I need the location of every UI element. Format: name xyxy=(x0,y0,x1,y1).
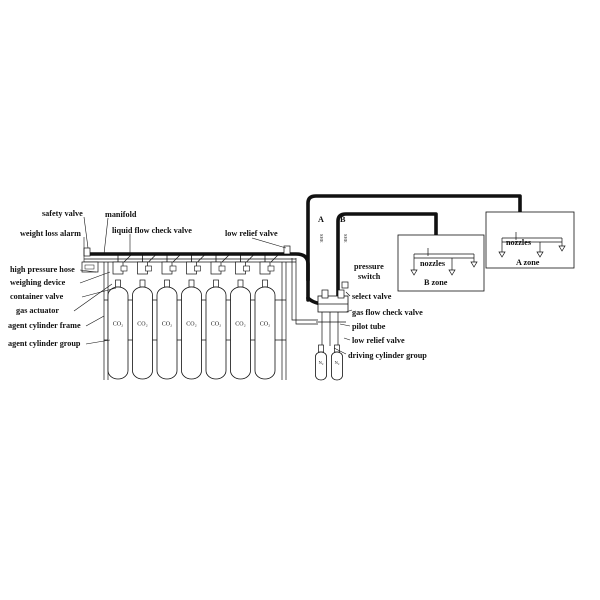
agent-cylinder: CO₂ xyxy=(254,279,276,380)
container-valve xyxy=(137,253,157,275)
nozzle-icon xyxy=(498,251,506,258)
agent-cylinder: CO₂ xyxy=(132,279,153,380)
left-labels: safety valve weight loss alarm high pres… xyxy=(8,209,83,348)
label-select-valve: select valve xyxy=(352,292,392,301)
nozzle-icon xyxy=(558,245,566,252)
agent-cylinder-group: CO₂ CO₂ CO₂ CO₂ CO₂ CO₂ CO₂ xyxy=(107,253,280,380)
pipe-b xyxy=(336,212,438,298)
pipe-a xyxy=(306,194,522,282)
right-labels: pressure switch select valve gas flow ch… xyxy=(348,262,427,360)
weight-loss-alarm-box xyxy=(81,261,99,273)
label-gas-flow-check-valve: gas flow check valve xyxy=(352,308,423,317)
label-pressure: pressure xyxy=(354,262,384,271)
label-b-zone: B zone xyxy=(424,278,448,287)
agent-cylinder: CO₂ xyxy=(156,279,178,380)
label-weight-loss-alarm: weight loss alarm xyxy=(20,229,81,238)
label-container-valve: container valve xyxy=(10,292,64,301)
label-safety-valve: safety valve xyxy=(42,209,83,218)
zone-labels: nozzles B zone nozzles A zone xyxy=(420,238,540,287)
agent-cylinder-label: CO₂ xyxy=(137,322,147,328)
nozzle-icon xyxy=(536,251,544,258)
leader-lines xyxy=(73,216,353,355)
top-labels: manifold liquid flow check valve low rel… xyxy=(105,210,278,238)
label-agent-cylinder-frame: agent cylinder frame xyxy=(8,321,81,330)
pipe-letters: A B SHE SHE xyxy=(318,215,348,243)
label-gas-actuator: gas actuator xyxy=(16,306,59,315)
driving-cylinder-group: N₂ N₂ xyxy=(315,344,343,381)
driving-cylinder-label: N₂ xyxy=(335,360,340,365)
pressure-switch xyxy=(341,281,349,289)
label-agent-cylinder-group: agent cylinder group xyxy=(8,339,81,348)
a-zone xyxy=(485,211,575,269)
nozzle-icon xyxy=(410,269,418,276)
pipe-small-text-a: SHE xyxy=(319,234,324,243)
agent-cylinder-label: CO₂ xyxy=(260,322,270,328)
b-zone xyxy=(397,234,485,292)
agent-cylinder: CO₂ xyxy=(205,279,227,380)
container-valve xyxy=(210,253,231,275)
label-liquid-flow-check-valve: liquid flow check valve xyxy=(112,226,192,235)
label-driving-cylinder-group: driving cylinder group xyxy=(348,351,427,360)
manifold-low-relief-valve xyxy=(283,245,291,255)
label-pilot-tube: pilot tube xyxy=(352,322,386,331)
label-weighing-device: weighing device xyxy=(10,278,66,287)
nozzle-icon xyxy=(448,269,456,276)
agent-cylinder-label: CO₂ xyxy=(211,322,221,328)
label-nozzles-a: nozzles xyxy=(506,238,531,247)
agent-cylinder-label: CO₂ xyxy=(162,322,172,328)
label-high-pressure-hose: high pressure hose xyxy=(10,265,75,274)
distribution-pipes xyxy=(86,194,522,306)
nozzle-icon xyxy=(470,261,478,268)
a-zone-box xyxy=(485,211,575,269)
label-low-relief-valve-top: low relief valve xyxy=(225,229,278,238)
agent-cylinder: CO₂ xyxy=(230,279,251,380)
label-nozzles-b: nozzles xyxy=(420,259,445,268)
label-low-relief-valve-right: low relief valve xyxy=(352,336,405,345)
container-valve xyxy=(161,253,182,275)
agent-cylinder: CO₂ xyxy=(181,279,202,380)
driving-cylinder: N₂ xyxy=(315,344,327,381)
safety-valve xyxy=(83,247,91,257)
agent-cylinder-label: CO₂ xyxy=(186,322,196,328)
pipe-letter-a: A xyxy=(318,215,324,224)
label-a-zone: A zone xyxy=(516,258,540,267)
b-zone-box xyxy=(397,234,485,292)
pipe-small-text-b: SHE xyxy=(343,234,348,243)
driving-cylinder: N₂ xyxy=(331,344,343,381)
driving-cylinder-label: N₂ xyxy=(319,360,324,365)
agent-cylinder-label: CO₂ xyxy=(235,322,245,328)
select-valve-assembly xyxy=(316,281,349,346)
container-valve xyxy=(235,253,255,275)
label-manifold: manifold xyxy=(105,210,137,219)
pipe-letter-b: B xyxy=(340,215,346,224)
container-valve xyxy=(186,253,206,275)
agent-cylinder-label: CO₂ xyxy=(113,322,123,328)
label-switch: switch xyxy=(358,272,381,281)
container-valve xyxy=(112,253,133,275)
container-valve xyxy=(259,253,280,275)
agent-cylinder: CO₂ xyxy=(107,279,129,380)
